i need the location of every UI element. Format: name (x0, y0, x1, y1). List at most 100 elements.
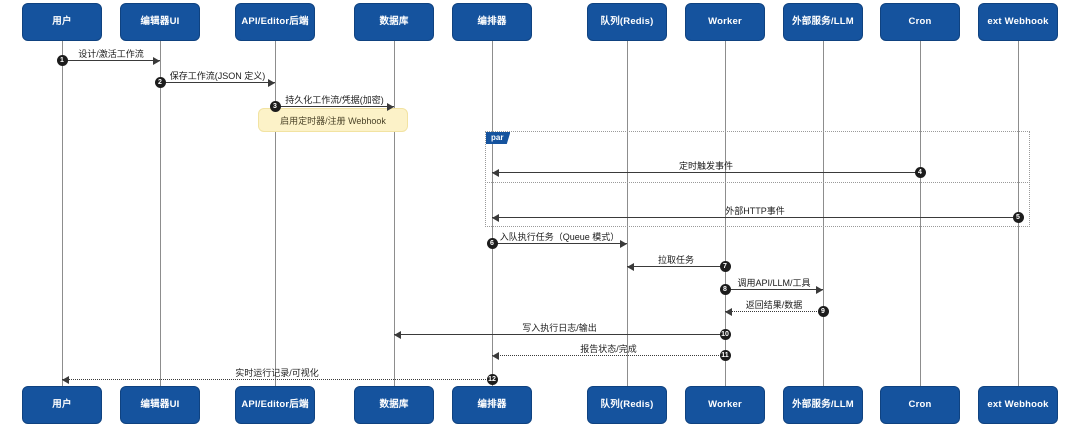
message-line-8 (725, 289, 823, 290)
message-sequence-number: 11 (719, 349, 731, 361)
message-sequence-number: 9 (817, 305, 829, 317)
participant-header-ext-webhook[interactable]: ext Webhook (978, 3, 1058, 41)
message-label-5: 外部HTTP事件 (725, 206, 785, 216)
participant-header-cron[interactable]: Cron (880, 3, 960, 41)
message-sequence-number: 5 (1012, 211, 1024, 223)
fragment-operator-label: par (486, 132, 511, 144)
message-sequence-number: 1 (56, 54, 68, 66)
participant-label: 编排器 (477, 15, 507, 27)
participant-label: API/Editor后端 (241, 398, 309, 410)
participant-footer-api-backend[interactable]: API/Editor后端 (235, 386, 315, 424)
message-label-9: 返回结果/数据 (745, 300, 803, 310)
participant-label: 用户 (52, 15, 72, 27)
note-label: 启用定时器/注册 Webhook (280, 115, 386, 126)
message-arrowhead-9 (725, 307, 732, 316)
message-sequence-number: 8 (719, 283, 731, 295)
message-sequence-number: 7 (719, 260, 731, 272)
message-label-10: 写入执行日志/输出 (522, 323, 597, 333)
participant-footer-orchestrator[interactable]: 编排器 (452, 386, 532, 424)
lifeline-external-llm (823, 41, 824, 386)
message-arrowhead-5 (492, 213, 499, 222)
participant-footer-database[interactable]: 数据库 (354, 386, 434, 424)
participant-label: 数据库 (379, 398, 409, 410)
message-sequence-number: 2 (154, 76, 166, 88)
message-label-2: 保存工作流(JSON 定义) (169, 71, 266, 81)
participant-footer-editor-ui[interactable]: 编辑器UI (120, 386, 200, 424)
participant-label: Cron (908, 15, 932, 27)
participant-header-user[interactable]: 用户 (22, 3, 102, 41)
participant-label: 编辑器UI (140, 398, 180, 410)
participant-label: Worker (708, 398, 742, 410)
message-label-4: 定时触发事件 (678, 161, 734, 171)
participant-footer-cron[interactable]: Cron (880, 386, 960, 424)
message-label-8: 调用API/LLM/工具 (737, 278, 811, 288)
message-line-5 (492, 217, 1018, 218)
participant-header-api-backend[interactable]: API/Editor后端 (235, 3, 315, 41)
lifeline-api-backend (275, 41, 276, 386)
participant-label: 外部服务/LLM (792, 398, 854, 410)
message-line-12 (62, 379, 492, 380)
participant-label: 数据库 (379, 15, 409, 27)
lifeline-worker (725, 41, 726, 386)
participant-header-database[interactable]: 数据库 (354, 3, 434, 41)
participant-header-queue-redis[interactable]: 队列(Redis) (587, 3, 667, 41)
participant-label: 编辑器UI (140, 15, 180, 27)
participant-label: 编排器 (477, 398, 507, 410)
message-sequence-number: 10 (719, 328, 731, 340)
participant-label: Cron (908, 398, 932, 410)
participant-label: ext Webhook (987, 15, 1049, 27)
participant-footer-queue-redis[interactable]: 队列(Redis) (587, 386, 667, 424)
message-label-11: 报告状态/完成 (580, 344, 637, 354)
message-line-10 (394, 334, 725, 335)
message-sequence-number: 3 (269, 100, 281, 112)
message-sequence-number: 6 (486, 237, 498, 249)
lifeline-database (394, 41, 395, 386)
message-arrowhead-12 (62, 375, 69, 384)
fragment-divider (485, 182, 1030, 183)
message-arrowhead-1 (153, 56, 160, 65)
message-sequence-number: 12 (486, 373, 498, 385)
participant-footer-external-llm[interactable]: 外部服务/LLM (783, 386, 863, 424)
message-label-3: 持久化工作流/凭据(加密) (285, 95, 384, 105)
participant-header-worker[interactable]: Worker (685, 3, 765, 41)
note-enable-timer: 启用定时器/注册 Webhook (258, 108, 408, 132)
message-line-7 (627, 266, 725, 267)
participant-footer-ext-webhook[interactable]: ext Webhook (978, 386, 1058, 424)
participant-footer-user[interactable]: 用户 (22, 386, 102, 424)
message-line-9 (725, 311, 823, 312)
lifeline-user (62, 41, 63, 386)
message-arrowhead-4 (492, 168, 499, 177)
participant-label: 队列(Redis) (600, 398, 654, 410)
participant-label: 队列(Redis) (600, 15, 654, 27)
message-line-6 (492, 243, 627, 244)
message-line-4 (492, 172, 920, 173)
participant-header-editor-ui[interactable]: 编辑器UI (120, 3, 200, 41)
message-line-1 (62, 60, 160, 61)
message-arrowhead-3 (387, 102, 394, 111)
message-arrowhead-2 (268, 78, 275, 87)
message-line-2 (160, 82, 275, 83)
message-label-12: 实时运行记录/可视化 (235, 368, 319, 378)
message-sequence-number: 4 (914, 166, 926, 178)
lifeline-editor-ui (160, 41, 161, 386)
participant-header-external-llm[interactable]: 外部服务/LLM (783, 3, 863, 41)
message-label-1: 设计/激活工作流 (78, 49, 144, 59)
lifeline-cron (920, 41, 921, 386)
participant-label: 用户 (52, 398, 72, 410)
participant-footer-worker[interactable]: Worker (685, 386, 765, 424)
lifeline-queue-redis (627, 41, 628, 386)
participant-label: API/Editor后端 (241, 15, 309, 27)
message-arrowhead-8 (816, 285, 823, 294)
message-line-3 (275, 106, 394, 107)
message-arrowhead-11 (492, 351, 499, 360)
message-line-11 (492, 355, 725, 356)
message-label-6: 入队执行任务（Queue 模式） (499, 232, 620, 242)
message-arrowhead-6 (620, 239, 627, 248)
message-arrowhead-7 (627, 262, 634, 271)
participant-label: Worker (708, 15, 742, 27)
combined-fragment-par (485, 131, 1030, 227)
participant-header-orchestrator[interactable]: 编排器 (452, 3, 532, 41)
participant-label: 外部服务/LLM (792, 15, 854, 27)
message-arrowhead-10 (394, 330, 401, 339)
